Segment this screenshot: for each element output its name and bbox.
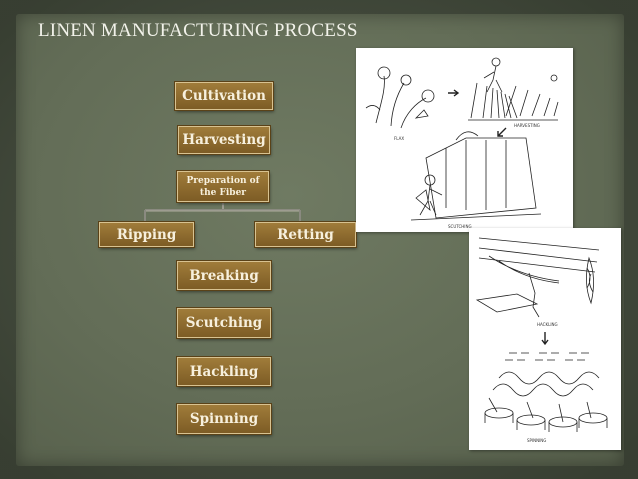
step-breaking: Breaking (177, 261, 271, 290)
flax-processing-illustration: FLAX HARVESTING SCUTCHING (356, 48, 573, 232)
step-hackling: Hackling (177, 357, 271, 386)
step-preparation-of-fiber: Preparation of the Fiber (177, 171, 269, 202)
step-retting: Retting (255, 222, 356, 247)
step-ripping: Ripping (99, 222, 194, 247)
step-scutching: Scutching (177, 308, 271, 338)
hackling-spinning-drawing (475, 237, 608, 432)
caption-hackling: HACKLING (537, 322, 558, 327)
hackling-spinning-illustration: HACKLING SPINNING (469, 228, 621, 450)
step-harvesting: Harvesting (178, 126, 270, 154)
caption-harvesting: HARVESTING (514, 123, 540, 128)
caption-spinning: SPINNING (527, 438, 547, 443)
flax-harvest-scutching-drawing (365, 57, 559, 221)
step-cultivation: Cultivation (175, 82, 273, 110)
caption-flax: FLAX (394, 136, 405, 141)
slide-title: LINEN MANUFACTURING PROCESS (38, 20, 358, 41)
step-spinning: Spinning (177, 404, 271, 434)
caption-scutching: SCUTCHING (448, 224, 472, 229)
